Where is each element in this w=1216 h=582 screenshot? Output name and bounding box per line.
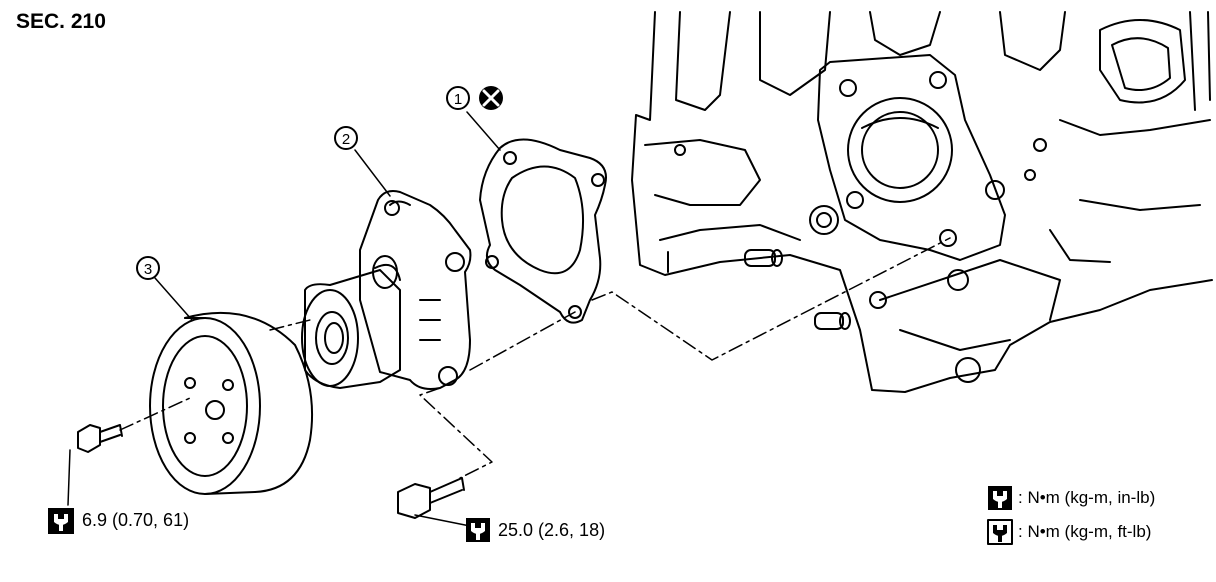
- water-pump: [301, 190, 472, 390]
- section-title: SEC. 210: [16, 10, 106, 33]
- pump-bolt: [397, 477, 465, 519]
- part-balloon-1: 1: [446, 86, 470, 110]
- svg-text:3: 3: [144, 261, 152, 278]
- pulley-bolt: [77, 424, 123, 453]
- assembly-lines: [119, 237, 951, 479]
- torque-callout-pulley-bolt: 6.9 (0.70, 61): [82, 510, 190, 530]
- pulley: [149, 311, 314, 495]
- part-balloon-2: 2: [334, 126, 358, 150]
- leader-lines: [67, 111, 501, 527]
- torque-callout-pump-bolt: 25.0 (2.6, 18): [498, 520, 606, 540]
- legend-torque-inlb-icon: [988, 486, 1012, 510]
- do-not-reuse-icon: [479, 86, 503, 110]
- engine-block: [631, 11, 1213, 393]
- legend-torque-ftlb-icon: [987, 519, 1013, 545]
- svg-text:1: 1: [454, 91, 462, 108]
- gasket: [479, 138, 607, 324]
- part-balloon-3: 3: [136, 256, 160, 280]
- torque-inlb-icon: [48, 508, 74, 534]
- svg-text:2: 2: [342, 131, 350, 148]
- legend-inlb: : N•m (kg-m, in-lb): [1018, 488, 1156, 507]
- legend-ftlb: : N•m (kg-m, ft-lb): [1018, 522, 1152, 541]
- torque-ftlb-icon: [466, 518, 490, 542]
